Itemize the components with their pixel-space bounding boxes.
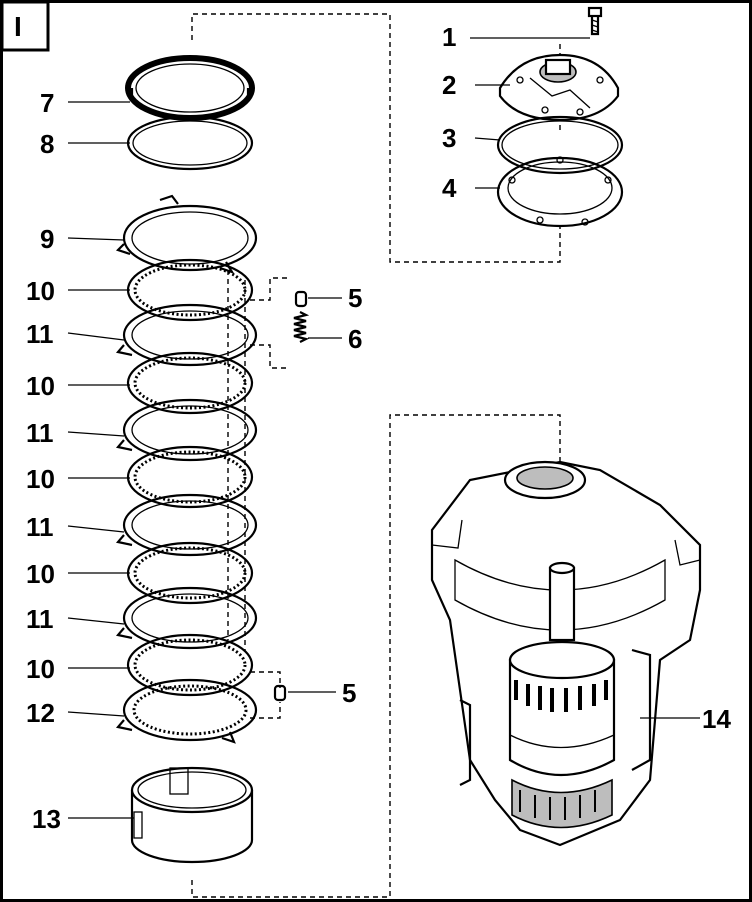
part-11-steel-plate-2 [115,398,258,462]
spring-and-pin-group [250,277,310,719]
callout-5-upper: 5 [348,283,362,313]
callout-9: 9 [40,224,54,254]
callout-13: 13 [32,804,61,834]
part-10-friction-plate-3 [126,445,254,509]
part-11-steel-plate-4 [115,586,258,650]
callout-1: 1 [442,22,456,52]
callout-10-d: 10 [26,559,55,589]
pump-cover-group [496,6,624,228]
part-6-spring [293,311,310,343]
part-3-o-ring [496,115,624,175]
part-10-friction-plate-2 [126,351,254,415]
callout-11-a: 11 [26,319,54,349]
panel-tag: I [0,0,50,52]
part-7-retaining-ring [125,55,255,121]
part-2-pump-cover [498,53,620,122]
part-11-steel-plate-3 [115,493,258,557]
part-4-gasket [496,156,624,228]
part-10-friction-plate-5 [126,633,254,697]
callout-11-b: 11 [26,418,54,448]
panel-tag-label: I [14,11,22,42]
callout-10-b: 10 [26,371,55,401]
part-14-transmission-housing [430,460,702,847]
callout-4: 4 [442,173,457,203]
callout-10-c: 10 [26,464,55,494]
callout-6: 6 [348,324,362,354]
callout-12: 12 [26,698,55,728]
part-5-pin-upper [294,290,308,308]
callout-11-d: 11 [26,604,54,634]
callout-7: 7 [40,88,54,118]
clutch-pack-stack [115,55,258,864]
part-13-drum-sleeve [130,766,254,864]
part-5-pin-lower [273,684,287,702]
callout-8: 8 [40,129,54,159]
callout-3: 3 [442,123,456,153]
part-12-end-plate [115,678,258,744]
part-1-bolt [587,6,603,36]
callout-10-e: 10 [26,654,55,684]
callout-11-c: 11 [26,512,54,542]
callout-2: 2 [442,70,456,100]
callout-14: 14 [702,704,731,734]
part-8-snap-ring [126,115,254,171]
callout-10-a: 10 [26,276,55,306]
callout-labels: 1 2 3 4 5 6 5 7 8 9 10 11 10 11 10 11 10… [26,22,731,834]
leader-lines [67,37,700,819]
callout-5-lower: 5 [342,678,356,708]
